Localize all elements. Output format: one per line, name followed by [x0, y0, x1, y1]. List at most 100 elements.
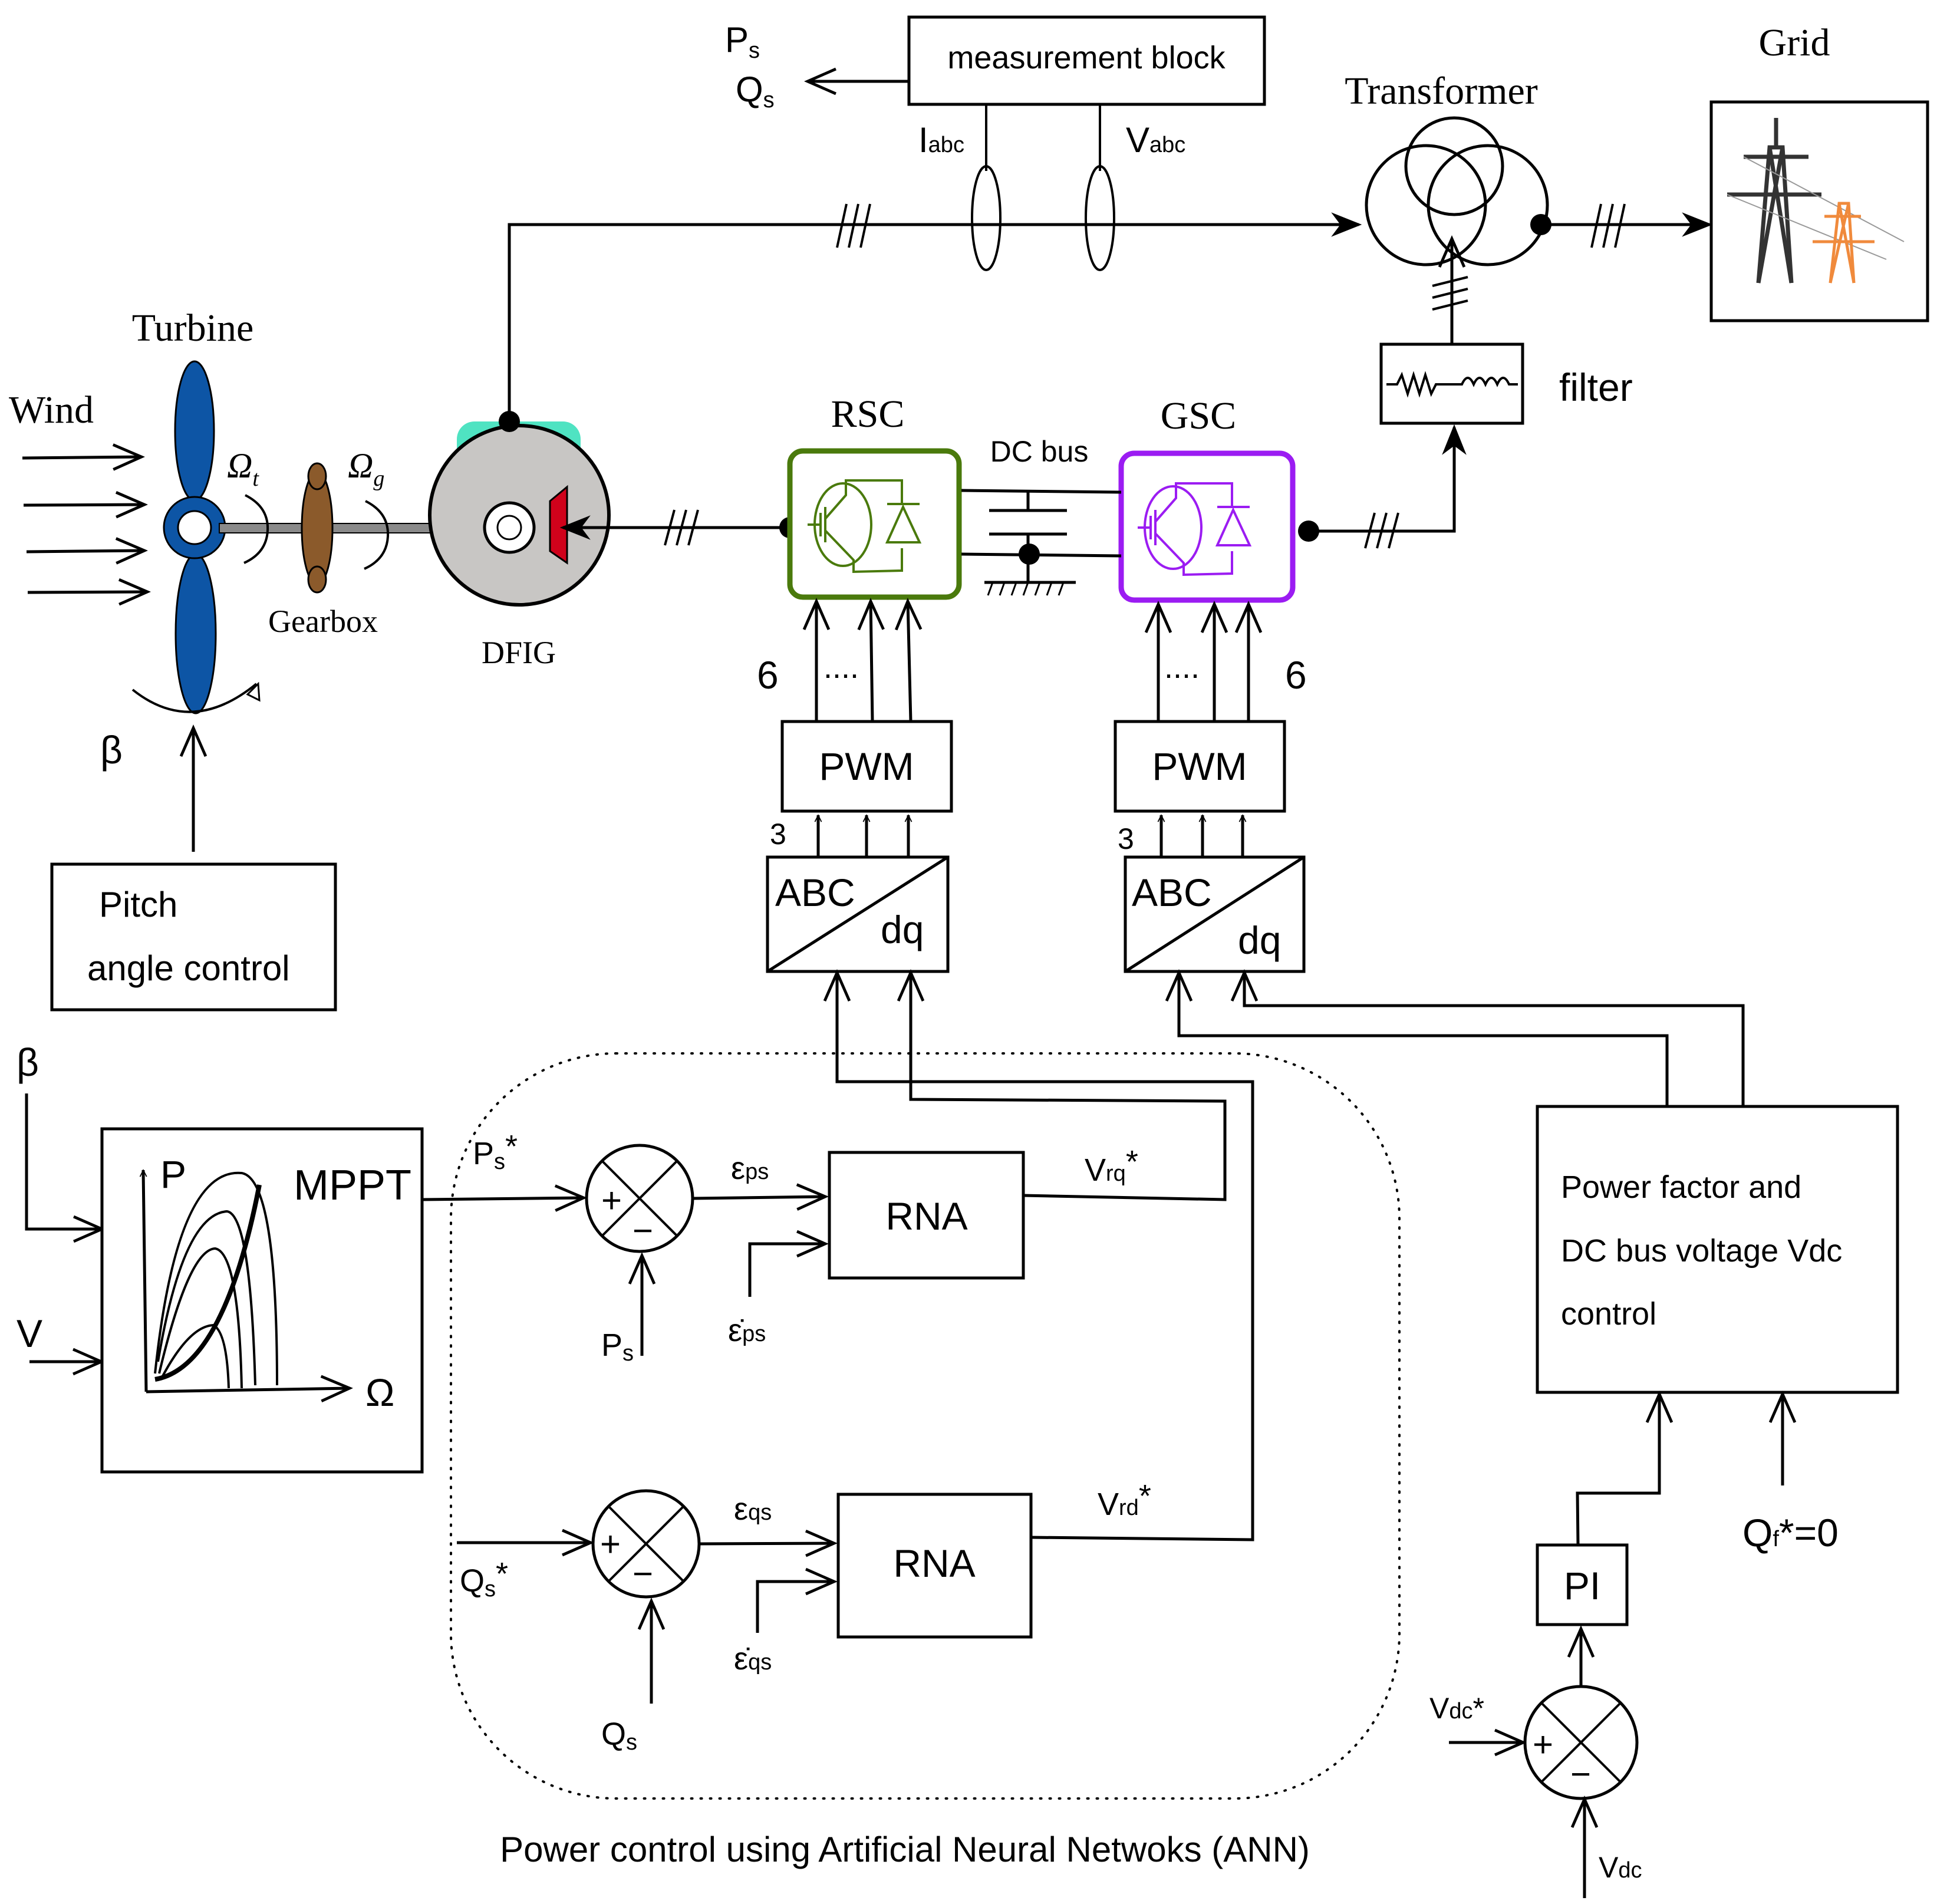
- rna-label-q: RNA: [893, 1541, 975, 1585]
- dc-bus-capacitor: [961, 489, 1122, 582]
- rsc-pwm-label: PWM: [819, 745, 914, 788]
- stator-line: [508, 212, 1362, 421]
- rsc-abc-dq-block: ABC dq: [766, 855, 950, 973]
- vabc-label: Vabc: [1126, 120, 1185, 160]
- rna-label-p: RNA: [885, 1194, 967, 1238]
- vdc-ref-label: Vdc*: [1429, 1692, 1484, 1725]
- gsc-abc-dq-block: ABC dq: [1124, 855, 1306, 973]
- gsc-dots: ....: [1164, 650, 1200, 685]
- qs-output-label: Qs: [736, 70, 775, 113]
- deps-ps-line: [748, 1230, 829, 1297]
- turbine-label: Turbine: [132, 307, 254, 350]
- vrq-label: Vrq*: [1085, 1144, 1138, 1188]
- mppt-label: MPPT: [294, 1162, 411, 1209]
- qs-minus-sign: −: [633, 1554, 653, 1593]
- mppt-p-axis-label: P: [160, 1152, 186, 1196]
- gsc-three-label: 3: [1118, 822, 1134, 855]
- vabc-sensor: [1085, 165, 1115, 271]
- rl-filter-icon: [1386, 371, 1518, 398]
- measurement-block: measurement block: [907, 15, 1266, 106]
- vdc-minus-sign: −: [1570, 1754, 1591, 1794]
- omega-t-label: Ωt: [227, 446, 259, 491]
- ps-minus-sign: −: [633, 1211, 653, 1250]
- dc-bus-label: DC bus: [990, 435, 1089, 468]
- qs-ref-label: Qs*: [460, 1556, 508, 1602]
- deps-qs-line: [756, 1567, 838, 1633]
- omega-g-label: Ωg: [348, 446, 384, 491]
- rsc-abc-to-pwm-arrows: [818, 815, 908, 857]
- gsc-block: [1118, 450, 1296, 603]
- mppt-beta-input-label: β: [17, 1040, 39, 1084]
- power-factor-dc-control-block: [1536, 1105, 1899, 1394]
- ps-ref-label: Ps*: [473, 1129, 518, 1174]
- qf-ref-label: Qf*=0: [1742, 1511, 1839, 1554]
- mppt-omega-axis-label: Ω: [365, 1371, 394, 1414]
- rsc-dots: ....: [823, 650, 859, 685]
- power-tower-small-icon: [1813, 202, 1875, 284]
- eps-ps-label: εps: [731, 1151, 769, 1186]
- power-tower-icon: [1727, 118, 1905, 284]
- vdc-summing-junction: + −: [1523, 1685, 1639, 1800]
- three-phase-mark-filter: [1432, 276, 1468, 311]
- grid-box: [1709, 100, 1929, 322]
- pi-block: [1536, 1543, 1629, 1626]
- rsc-signal-count: 6: [757, 653, 779, 697]
- gsc-dq-label: dq: [1238, 918, 1281, 962]
- measurement-block-label: measurement block: [947, 40, 1226, 75]
- gsc-abc-label: ABC: [1132, 871, 1212, 914]
- rotation-arrow-generator-icon: [364, 500, 390, 570]
- ps-feedback-label: Ps: [601, 1327, 634, 1366]
- iabc-sensor: [971, 165, 1002, 271]
- vdc-feedback-label: Vdc: [1599, 1851, 1642, 1884]
- rna-block-p: [828, 1151, 1025, 1280]
- ps-summing-junction: + −: [585, 1144, 694, 1253]
- wind-label: Wind: [9, 388, 94, 431]
- mppt-v-input-label: V: [17, 1312, 42, 1355]
- pf-block-line2: DC bus voltage Vdc: [1561, 1233, 1842, 1269]
- pf-block-line1: Power factor and: [1561, 1170, 1801, 1205]
- rsc-igbt-diode-icon: [808, 479, 922, 574]
- iabc-label: Iabc: [918, 120, 964, 160]
- mppt-beta-arrow: [25, 1093, 106, 1243]
- ps-ref-line: [421, 1184, 587, 1212]
- eps-qs-label: εqs: [734, 1491, 772, 1527]
- vrd-line: [823, 969, 1254, 1541]
- turbine-blades-icon: [163, 360, 226, 714]
- mppt-power-curves-icon: [143, 1170, 353, 1403]
- gearbox-label: Gearbox: [268, 604, 378, 639]
- ann-caption: Power control using Artificial Neural Ne…: [500, 1830, 1310, 1869]
- eps-ps-line: [692, 1183, 829, 1211]
- rsc-abc-label: ABC: [775, 871, 855, 914]
- rsc-three-label: 3: [770, 818, 786, 851]
- vdc-plus-sign: +: [1533, 1725, 1553, 1764]
- gsc-gate-signals: [1144, 601, 1263, 722]
- three-phase-mark-grid: [1590, 203, 1626, 248]
- vrd-label: Vrd*: [1098, 1478, 1151, 1522]
- three-phase-mark-rotor: [664, 509, 699, 546]
- qs-summing-junction: + −: [591, 1489, 701, 1599]
- qs-feedback-label: Qs: [601, 1717, 637, 1755]
- deps-qs-label: ε̇qs: [734, 1641, 772, 1676]
- transformer-label: Transformer: [1345, 70, 1538, 113]
- dfig-label: DFIG: [482, 635, 556, 670]
- gearbox-icon: [301, 462, 334, 594]
- ps-plus-sign: +: [601, 1181, 622, 1220]
- vrq-line: [897, 969, 1227, 1201]
- pitch-label-line2: angle control: [87, 948, 290, 988]
- gsc-signal-count: 6: [1285, 653, 1307, 697]
- pitch-control-block: [50, 862, 337, 1012]
- slip-ring-icon: [549, 485, 568, 565]
- gsc-label: GSC: [1161, 394, 1236, 437]
- rsc-pwm-block: [780, 720, 953, 813]
- gsc-control-out-2: [1230, 969, 1745, 1106]
- wind-arrows: [22, 443, 151, 606]
- ground-icon: [984, 581, 1076, 596]
- deps-ps-label: ε̇ps: [728, 1313, 766, 1348]
- mppt-block: [100, 1127, 424, 1474]
- qs-plus-sign: +: [600, 1524, 621, 1564]
- filter-label: filter: [1559, 365, 1633, 409]
- grid-label: Grid: [1759, 21, 1830, 64]
- rsc-dq-label: dq: [881, 908, 924, 951]
- gsc-pwm-label: PWM: [1152, 745, 1247, 788]
